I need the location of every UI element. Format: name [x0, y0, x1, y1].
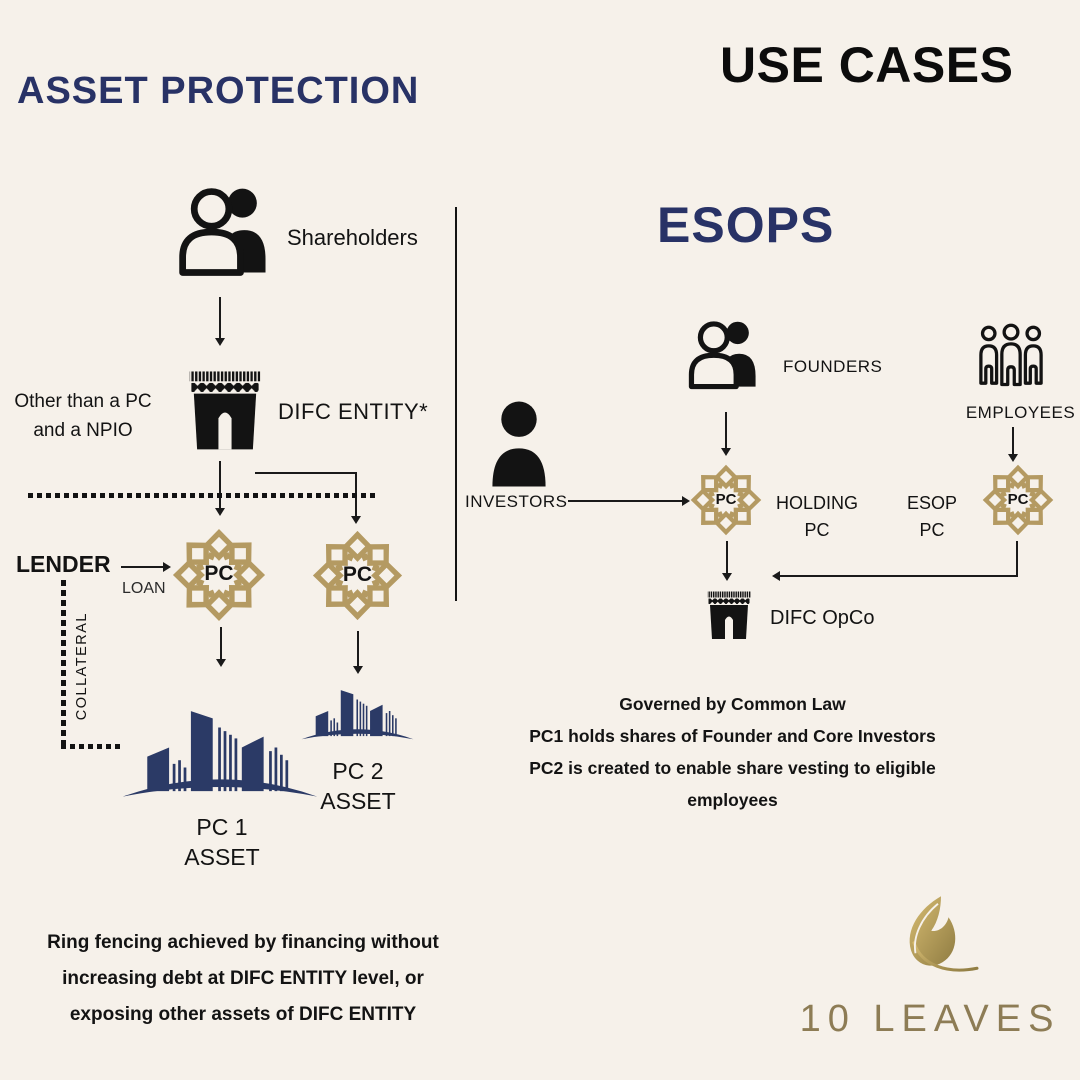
shareholders-icon — [173, 178, 279, 288]
arrowhead-down-icon — [722, 573, 732, 581]
loan-label: LOAN — [122, 580, 166, 597]
collateral-dotted-line — [61, 744, 123, 749]
arrowhead-down-icon — [721, 448, 731, 456]
arrowhead-down-icon — [215, 508, 225, 516]
collateral-label: COLLATERAL — [74, 612, 90, 721]
holding-pc-line1: HOLDING — [775, 493, 858, 513]
ten-leaves-leaf-icon — [908, 894, 979, 972]
notes-line2: PC1 holds shares of Founder and Core Inv… — [529, 726, 936, 746]
pc2-badge: PC — [342, 563, 373, 586]
notes-line4: employees — [687, 790, 778, 810]
investors-icon — [492, 401, 546, 487]
connector-entity-to-pc1 — [219, 461, 221, 509]
arrowhead-down-icon — [351, 516, 361, 524]
esop-pc-line1: ESOP — [906, 493, 958, 513]
collateral-dashed-line — [61, 580, 66, 746]
connector-shareholders-to-entity — [219, 297, 221, 339]
esop-pc-line2: PC — [919, 520, 945, 540]
investors-label: INVESTORS — [465, 492, 568, 511]
notes-line3: PC2 is created to enable share vesting t… — [529, 758, 936, 778]
esops-subtitle: ESOPS — [657, 197, 835, 253]
arrowhead-down-icon — [1008, 454, 1018, 462]
asset-protection-title: ASSET PROTECTION — [17, 70, 420, 112]
section-divider — [455, 207, 457, 601]
footnote-line1: Ring fencing achieved by financing witho… — [47, 932, 439, 953]
pc1-asset-skyline-icon — [122, 711, 318, 797]
use-cases-title: USE CASES — [720, 37, 1014, 93]
shareholders-label: Shareholders — [287, 225, 418, 250]
esop-pc-badge: PC — [1007, 491, 1029, 508]
arrowhead-down-icon — [353, 666, 363, 674]
pc2-asset-skyline-icon — [301, 690, 414, 740]
connector-investors-to-holding — [568, 500, 684, 502]
difc-entity-label: DIFC ENTITY* — [278, 399, 429, 424]
arrowhead-right-icon — [163, 562, 171, 572]
side-note: Other than a PC and a NPIO — [8, 387, 158, 445]
esops-notes: Governed by Common Law PC1 holds shares … — [500, 688, 965, 816]
connector-lender-to-pc1 — [121, 566, 165, 568]
side-note-line2: and a NPIO — [33, 420, 133, 441]
ring-fencing-footnote: Ring fencing achieved by financing witho… — [12, 925, 474, 1033]
side-note-line1: Other than a PC — [14, 391, 152, 412]
holding-pc-label: HOLDING PC — [762, 490, 872, 544]
difc-entity-gate-icon — [189, 371, 261, 450]
connector-pc1-to-asset — [220, 627, 222, 660]
notes-line1: Governed by Common Law — [619, 694, 846, 714]
lender-label: LENDER — [16, 551, 111, 577]
founders-label: FOUNDERS — [783, 357, 883, 376]
pc1-asset-line1: PC 1 — [196, 814, 248, 840]
arrowhead-down-icon — [215, 338, 225, 346]
difc-opco-label: DIFC OpCo — [770, 607, 875, 629]
pc2-asset-line1: PC 2 — [332, 758, 384, 784]
connector-entity-branch — [255, 472, 357, 474]
connector-founders-to-holding — [725, 412, 727, 449]
difc-opco-gate-icon — [707, 591, 751, 639]
connector-esop-elbow-vertical — [1016, 541, 1018, 577]
holding-pc-badge: PC — [715, 491, 737, 508]
arrowhead-left-icon — [772, 571, 780, 581]
pc1-asset-line2: ASSET — [184, 844, 260, 870]
founders-icon — [684, 312, 766, 400]
pc1-asset-label: PC 1 ASSET — [152, 812, 292, 872]
arrowhead-right-icon — [682, 496, 690, 506]
ten-leaves-logo-text: 10 LEAVES — [799, 998, 1061, 1040]
footnote-line3: exposing other assets of DIFC ENTITY — [69, 1004, 417, 1025]
holding-pc-line2: PC — [804, 520, 830, 540]
pc2-asset-label: PC 2 ASSET — [298, 756, 418, 816]
esop-pc-label: ESOP PC — [903, 490, 961, 544]
employees-icon — [979, 323, 1043, 387]
ringfence-dotted-line — [28, 493, 376, 498]
connector-pc2-to-asset — [357, 631, 359, 667]
connector-esop-elbow-horizontal — [780, 575, 1018, 577]
pc2-asset-line2: ASSET — [320, 788, 396, 814]
pc1-badge: PC — [204, 562, 234, 585]
arrowhead-down-icon — [216, 659, 226, 667]
connector-holding-to-opco — [726, 541, 728, 574]
employees-label: EMPLOYEES — [965, 403, 1076, 422]
footnote-line2: increasing debt at DIFC ENTITY level, or — [62, 968, 424, 989]
connector-employees-to-esop — [1012, 427, 1014, 455]
